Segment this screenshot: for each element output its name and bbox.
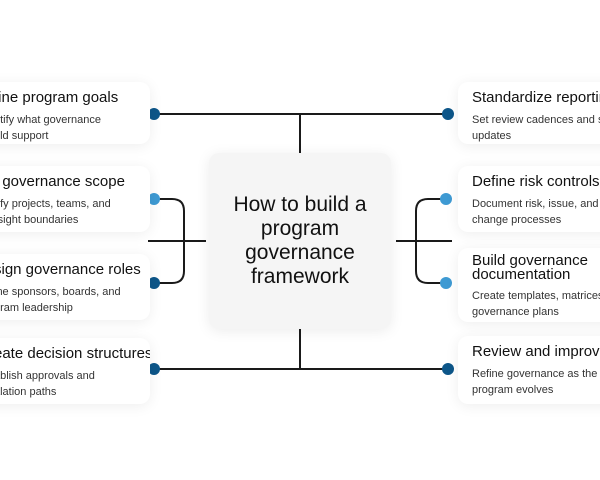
right-connector-dot-4 (442, 363, 454, 375)
center-title-box: How to build a program governance framew… (209, 153, 391, 329)
connector-bottom (154, 329, 448, 370)
left-card-3-title: sign governance roles (0, 261, 141, 278)
left-connector-dot-1 (148, 108, 160, 120)
right-card-3-desc: Create templates, matrices governance pl… (472, 290, 600, 318)
right-card-2: Define risk controls Document risk, issu… (458, 166, 600, 232)
left-card-1-desc: ntify what governance uld support (0, 114, 102, 142)
center-title: How to build a program governance framew… (233, 193, 367, 288)
right-card-3: Build governance documentation Create te… (458, 248, 600, 322)
right-card-4-desc: Refine governance as the program evolves (472, 368, 598, 396)
right-card-1-desc: Set review cadences and s updates (472, 114, 600, 142)
left-card-2: t governance scope rify projects, teams,… (0, 166, 150, 232)
right-card-2-title: Define risk controls (472, 173, 600, 190)
left-connector-dot-4 (148, 363, 160, 375)
left-card-2-title: t governance scope (0, 173, 125, 190)
connector-right-brace (396, 198, 452, 284)
connector-top (154, 113, 448, 153)
left-card-3-desc: ine sponsors, boards, and gram leadershi… (0, 286, 121, 314)
left-card-3: sign governance roles ine sponsors, boar… (0, 254, 150, 320)
right-connector-dot-3 (440, 277, 452, 289)
left-card-4-desc: ablish approvals and alation paths (0, 370, 95, 398)
left-card-2-desc: rify projects, teams, and rsight boundar… (0, 198, 111, 226)
right-connector-dot-2 (440, 193, 452, 205)
left-connector-dot-3 (148, 277, 160, 289)
left-card-1: fine program goals ntify what governance… (0, 82, 150, 144)
right-card-4: Review and improve Refine governance as … (458, 336, 600, 404)
left-card-4-title: eate decision structures (0, 345, 150, 362)
left-connector-dot-2 (148, 193, 160, 205)
left-card-4: eate decision structures ablish approval… (0, 338, 150, 404)
right-card-1: Standardize reporting Set review cadence… (458, 82, 600, 144)
connector-left-brace (148, 198, 206, 284)
left-card-1-title: fine program goals (0, 89, 119, 106)
right-connector-dot-1 (442, 108, 454, 120)
right-card-1-title: Standardize reporting (472, 89, 600, 106)
right-card-3-title: Build governance documentation (472, 252, 588, 283)
right-card-4-title: Review and improve (472, 343, 600, 360)
right-card-2-desc: Document risk, issue, and change process… (472, 198, 599, 226)
